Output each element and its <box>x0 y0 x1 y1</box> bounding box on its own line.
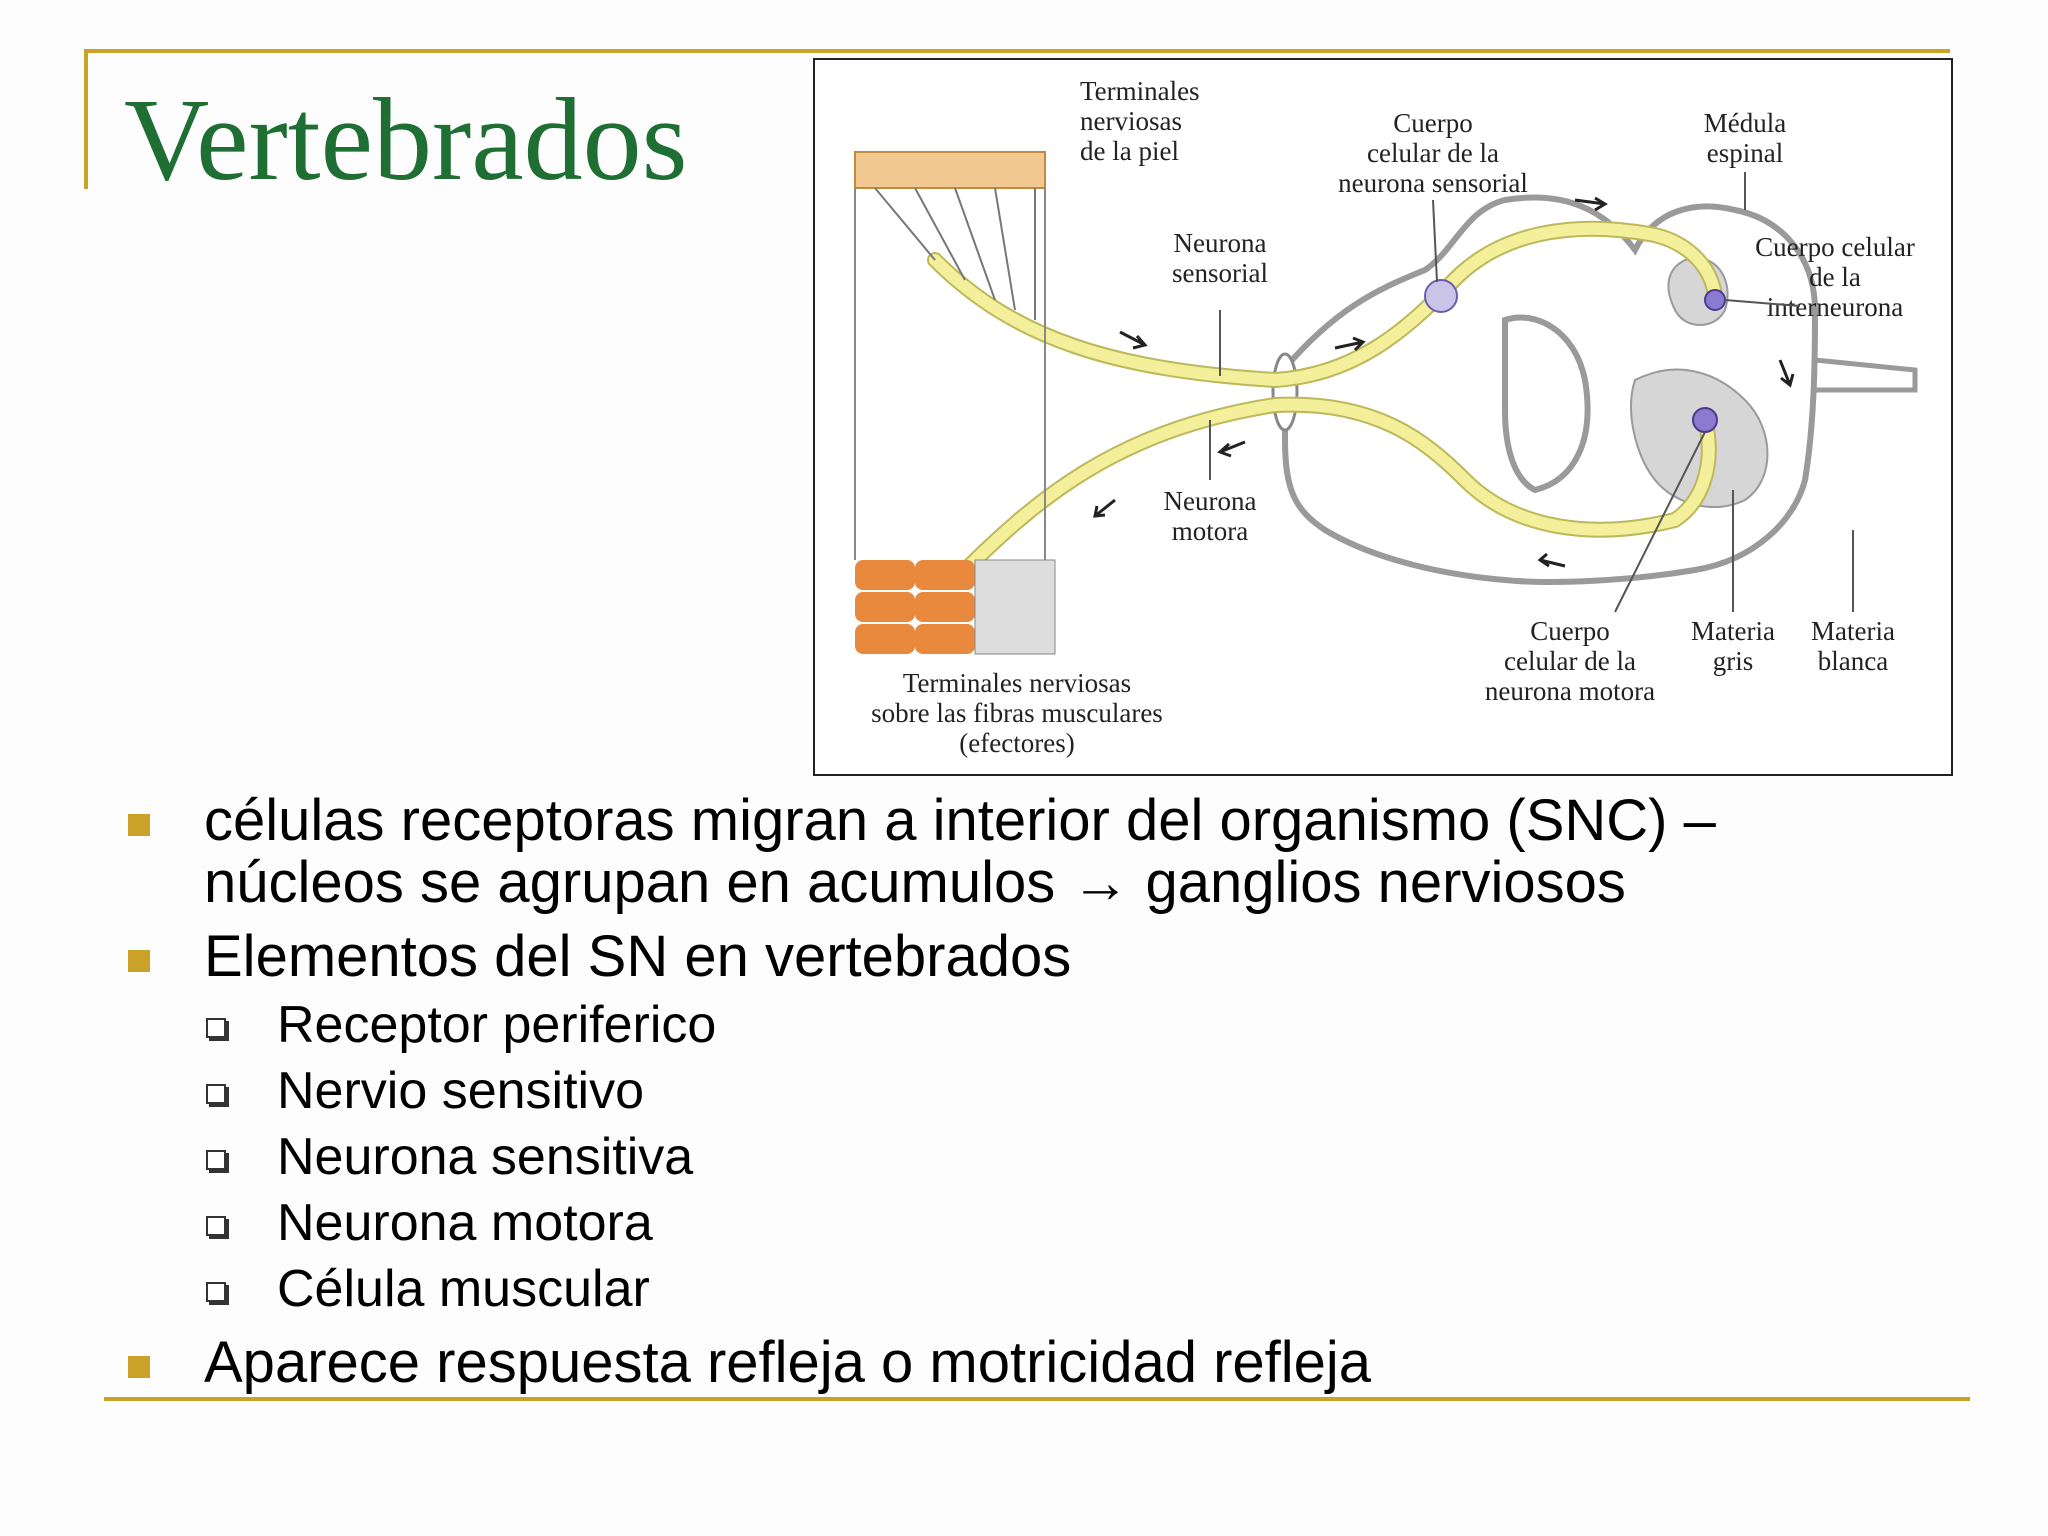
label-muscle-terminals-3: (efectores) <box>959 728 1074 758</box>
sensory-axon <box>929 222 1721 387</box>
ganglion-root <box>1502 314 1591 494</box>
bottom-rule <box>104 1397 1970 1401</box>
label-motor-body-1: Cuerpo <box>1530 616 1609 646</box>
bullet-square-icon <box>128 814 150 836</box>
hollow-square-icon <box>206 1216 226 1236</box>
skin-layer <box>854 151 1046 189</box>
sensory-neuron-body <box>1424 279 1458 313</box>
label-sensory-body-1: Cuerpo <box>1393 108 1472 138</box>
label-motor-neuron-1: Neurona <box>1164 486 1257 516</box>
label-spinal-cord-2: espinal <box>1707 138 1783 168</box>
hollow-square-icon <box>206 1282 226 1302</box>
label-interneuron-3: interneurona <box>1767 292 1903 322</box>
flow-arrows <box>1093 196 1795 568</box>
label-spinal-cord-1: Médula <box>1704 108 1786 138</box>
sensory-axon-outline <box>927 220 1723 389</box>
label-gray-matter-1: Materia <box>1691 616 1775 646</box>
label-motor-neuron-2: motora <box>1172 516 1248 546</box>
sub-bullet-text: Célula muscular <box>277 1260 650 1318</box>
sub-bullet-item: Célula muscular <box>124 1256 1984 1322</box>
bullet-item: Aparece respuesta refleja o motricidad r… <box>124 1332 1984 1394</box>
label-motor-body-2: celular de la <box>1504 646 1636 676</box>
bullet-item: Elementos del SN en vertebrados <box>124 926 1984 988</box>
label-sensory-body-3: neurona sensorial <box>1338 168 1528 198</box>
sub-bullet-item: Neurona sensitiva <box>124 1124 1984 1190</box>
label-sensory-neuron-2: sensorial <box>1172 258 1268 288</box>
bullet-square-icon <box>128 950 150 972</box>
sub-bullet-text: Neurona sensitiva <box>277 1128 694 1186</box>
sub-bullet-text: Neurona motora <box>277 1194 653 1252</box>
bullet-square-icon <box>128 1356 150 1378</box>
hollow-square-icon <box>206 1018 226 1038</box>
label-white-matter-1: Materia <box>1811 616 1895 646</box>
bullet-text-line-2: núcleos se agrupan en acumulos → ganglio… <box>204 850 1626 915</box>
motor-axon <box>949 398 1715 586</box>
left-rule <box>84 49 88 189</box>
label-sensory-body-2: celular de la <box>1367 138 1499 168</box>
sub-bullet-item: Nervio sensitivo <box>124 1058 1984 1124</box>
interneuron-body <box>1704 289 1726 311</box>
hollow-square-icon <box>206 1150 226 1170</box>
label-interneuron-1: Cuerpo celular <box>1755 232 1915 262</box>
label-white-matter-2: blanca <box>1818 646 1888 676</box>
sub-bullet-text: Receptor periferico <box>277 996 717 1054</box>
bullet-text: Elementos del SN en vertebrados <box>204 924 1072 989</box>
muscle-fibers <box>855 559 1056 655</box>
label-muscle-terminals-2: sobre las fibras musculares <box>871 698 1163 728</box>
skin-nerve-endings <box>874 187 1036 320</box>
label-muscle-terminals-1: Terminales nerviosas <box>903 668 1131 698</box>
bullet-text-line-1: células receptoras migran a interior del… <box>204 788 1716 853</box>
gray-matter <box>1630 368 1769 508</box>
motor-neuron-body <box>1692 407 1718 433</box>
spinal-cord-outline <box>1282 194 1819 585</box>
label-skin-terminals-3: de la piel <box>1080 136 1179 166</box>
label-skin-terminals-2: nerviosas <box>1080 106 1182 136</box>
motor-axon-outline <box>947 396 1717 588</box>
leader-lines <box>1209 172 1854 613</box>
label-sensory-neuron-1: Neurona <box>1174 228 1267 258</box>
label-motor-body-3: neurona motora <box>1485 676 1655 706</box>
nerve-bundle <box>1271 352 1299 432</box>
slide-title: Vertebrados <box>124 74 688 205</box>
top-rule <box>84 49 1950 53</box>
sub-bullet-item: Neurona motora <box>124 1190 1984 1256</box>
bullet-item: células receptoras migran a interior del… <box>124 790 1984 914</box>
bullet-text: Aparece respuesta refleja o motricidad r… <box>204 1330 1372 1395</box>
label-gray-matter-2: gris <box>1713 646 1754 676</box>
spinal-extension <box>1814 357 1918 393</box>
label-interneuron-2: de la <box>1809 262 1861 292</box>
bullet-list: células receptoras migran a interior del… <box>124 790 1984 1394</box>
hollow-square-icon <box>206 1084 226 1104</box>
sub-bullet-item: Receptor periferico <box>124 992 1984 1058</box>
label-skin-terminals-1: Terminales <box>1080 76 1200 106</box>
sub-bullet-text: Nervio sensitivo <box>277 1062 645 1120</box>
